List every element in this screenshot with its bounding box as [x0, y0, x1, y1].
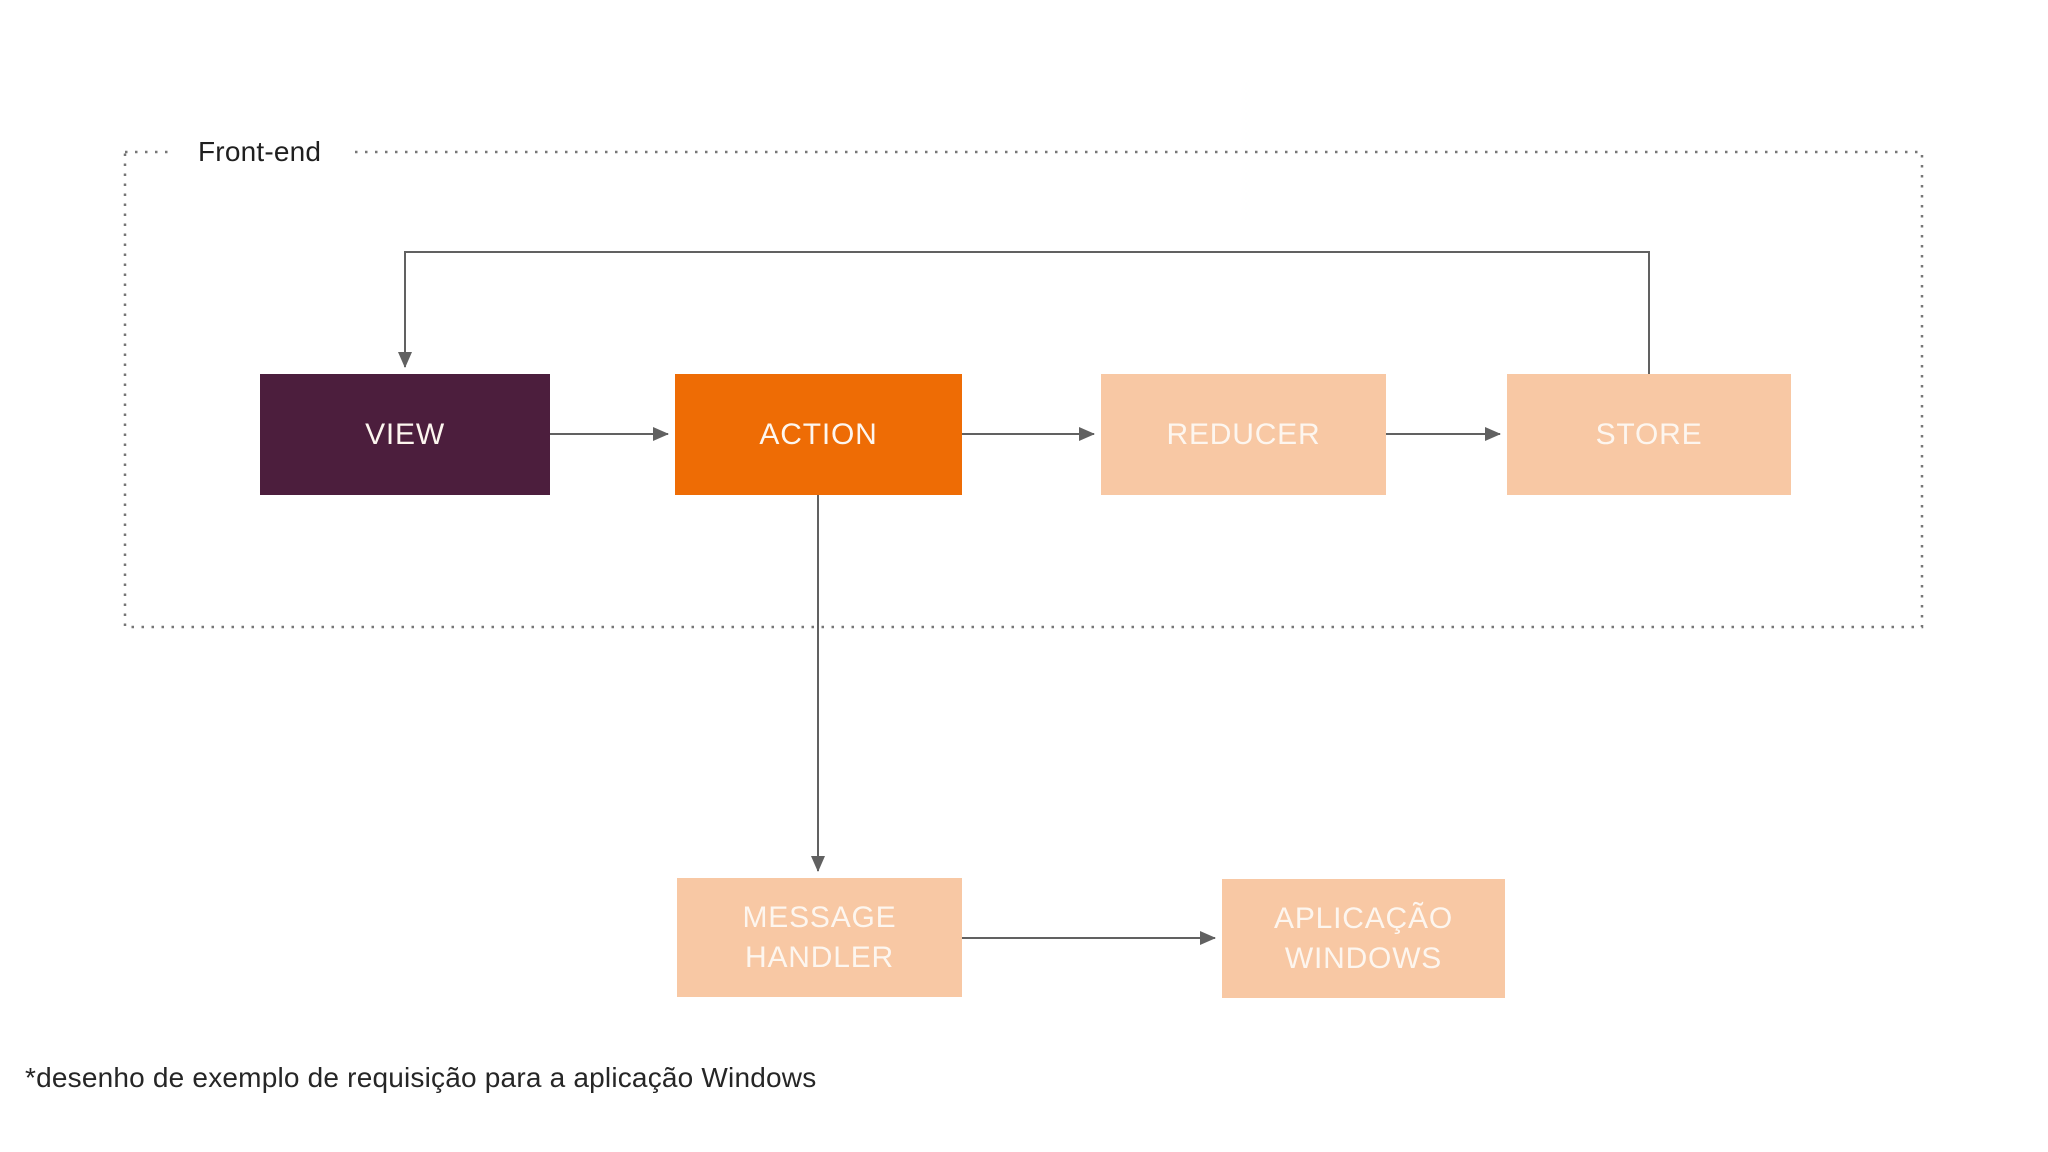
- node-action: ACTION: [675, 374, 962, 495]
- frontend-group-border: [123, 150, 1924, 629]
- node-view: VIEW: [260, 374, 550, 495]
- frontend-group-label: Front-end: [168, 134, 352, 170]
- node-aplicacao-windows: APLICAÇÃO WINDOWS: [1222, 879, 1505, 998]
- node-reducer: REDUCER: [1101, 374, 1386, 495]
- node-message-handler: MESSAGE HANDLER: [677, 878, 962, 997]
- node-store: STORE: [1507, 374, 1791, 495]
- footnote-text: *desenho de exemplo de requisição para a…: [25, 1062, 817, 1093]
- connector-store-view: [398, 251, 1650, 374]
